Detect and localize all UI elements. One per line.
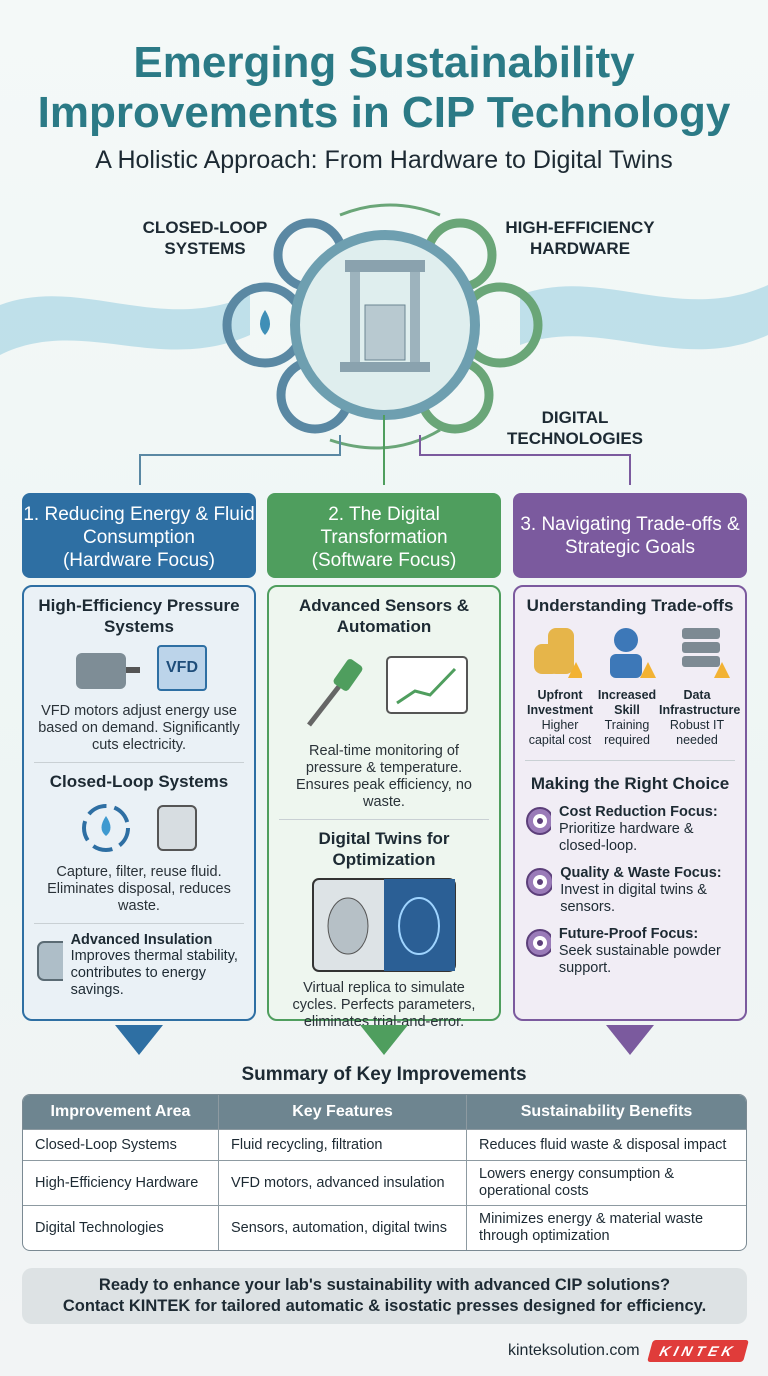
column-header: Key Features — [218, 1095, 466, 1129]
section-heading: Making the Right Choice — [530, 774, 730, 793]
choice-text: Seek sustainable powder support. — [558, 943, 721, 976]
column-header: Sustainability Benefits — [466, 1095, 746, 1129]
choice-text: Prioritize hardware & closed-loop. — [558, 821, 694, 854]
column-title: 2. The Digital Transformation — [320, 504, 448, 548]
vfd-icon: VFD — [157, 645, 207, 691]
choice-text: Invest in digital twins & sensors. — [560, 882, 707, 915]
kintek-logo: KINTEK — [647, 1340, 749, 1362]
water-drop-icon — [260, 310, 270, 335]
section-text: VFD motors adjust energy use based on de… — [38, 703, 240, 753]
cta-line-2: Contact KINTEK for tailored automatic & … — [62, 1297, 707, 1315]
table-cell: Lowers energy consumption & operational … — [466, 1160, 746, 1205]
arrow-down-icon — [360, 1025, 408, 1055]
tradeoff-title: Data Infrastructure — [659, 688, 741, 717]
column-header-digital: 2. The Digital Transformation(Software F… — [267, 493, 501, 578]
table-cell: VFD motors, advanced insulation — [218, 1160, 466, 1205]
table-cell: Sensors, automation, digital twins — [218, 1205, 466, 1250]
table-cell: Minimizes energy & material waste throug… — [466, 1205, 746, 1250]
card-hardware: High-Efficiency Pressure Systems VFD VFD… — [22, 585, 256, 1021]
section-heading: High-Efficiency Pressure Systems — [38, 596, 240, 636]
cta-line-1: Ready to enhance your lab's sustainabili… — [98, 1276, 671, 1294]
section-text: Improves thermal stability, contributes … — [70, 948, 238, 998]
table-cell: Digital Technologies — [23, 1205, 218, 1250]
monitor-chart-icon — [386, 656, 468, 714]
column-focus: (Software Focus) — [311, 550, 457, 571]
tradeoff-title: Upfront Investment — [527, 688, 593, 717]
water-splash-left — [0, 295, 250, 355]
choice-item: Cost Reduction Focus:Prioritize hardware… — [525, 804, 735, 855]
table-cell: Closed-Loop Systems — [23, 1129, 218, 1160]
water-splash-right — [520, 285, 768, 350]
column-header-hardware: 1. Reducing Energy & Fluid Consumption(H… — [22, 493, 256, 578]
table-cell: High-Efficiency Hardware — [23, 1160, 218, 1205]
section-text: Real-time monitoring of pressure & tempe… — [296, 743, 472, 810]
target-icon — [526, 929, 551, 957]
column-header: Improvement Area — [23, 1095, 218, 1129]
target-icon — [526, 868, 553, 896]
choice-item: Future-Proof Focus:Seek sustainable powd… — [525, 926, 735, 977]
column-title: 1. Reducing Energy & Fluid Consumption — [23, 504, 255, 548]
digital-twin-icon — [312, 878, 456, 972]
worker-warning-icon — [610, 628, 656, 678]
call-to-action: Ready to enhance your lab's sustainabili… — [22, 1268, 747, 1324]
section-heading: Advanced Insulation — [70, 932, 213, 948]
gears-illustration — [0, 203, 768, 485]
filter-icon — [157, 805, 197, 851]
column-header-tradeoffs: 3. Navigating Trade-offs & Strategic Goa… — [513, 493, 747, 578]
card-digital: Advanced Sensors & Automation Real-time … — [267, 585, 501, 1030]
arrow-down-icon — [115, 1025, 163, 1055]
choice-title: Quality & Waste Focus: — [560, 865, 722, 881]
section-heading: Advanced Sensors & Automation — [298, 596, 470, 636]
coins-warning-icon — [534, 628, 582, 678]
server-warning-icon — [682, 628, 730, 678]
title-line-2: Improvements in CIP Technology — [37, 88, 731, 137]
column-focus: (Hardware Focus) — [62, 550, 216, 571]
section-heading: Understanding Trade-offs — [526, 596, 734, 615]
target-icon — [526, 807, 551, 835]
section-text: Virtual replica to simulate cycles. Perf… — [292, 980, 476, 1030]
label-hardware: HIGH-EFFICIENCY HARDWARE — [505, 218, 655, 258]
website-link[interactable]: kinteksolution.com — [508, 1342, 640, 1359]
motor-icon — [76, 653, 140, 689]
tradeoff-title: Increased Skill — [597, 688, 657, 717]
label-closed-loop: CLOSED-LOOP SYSTEMS — [142, 218, 268, 258]
table-cell: Reduces fluid waste & disposal impact — [466, 1129, 746, 1160]
title-line-1: Emerging Sustainability — [133, 38, 635, 87]
table-cell: Fluid recycling, filtration — [218, 1129, 466, 1160]
subtitle: A Holistic Approach: From Hardware to Di… — [95, 146, 673, 174]
choice-item: Quality & Waste Focus:Invest in digital … — [525, 865, 735, 916]
sensor-icon — [307, 659, 363, 727]
label-digital: DIGITAL TECHNOLOGIES — [506, 408, 643, 448]
tradeoff-text: Higher capital cost — [528, 718, 592, 747]
recycle-drop-icon — [82, 804, 130, 852]
column-title: 3. Navigating Trade-offs & Strategic Goa… — [520, 514, 740, 558]
section-heading: Closed-Loop Systems — [49, 772, 229, 791]
arrow-down-icon — [606, 1025, 654, 1055]
section-text: Capture, filter, reuse fluid. Eliminates… — [47, 864, 231, 914]
card-tradeoffs: Understanding Trade-offs Upfront Investm… — [513, 585, 747, 1021]
tradeoff-text: Training required — [604, 718, 650, 747]
summary-title: Summary of Key Improvements — [241, 1064, 527, 1085]
section-heading: Digital Twins for Optimization — [318, 829, 450, 869]
hero-gears-graphic: CLOSED-LOOP SYSTEMS HIGH-EFFICIENCY HARD… — [0, 185, 768, 485]
insulation-icon — [37, 941, 63, 981]
choice-title: Future-Proof Focus: — [558, 926, 699, 942]
tradeoff-text: Robust IT needed — [669, 718, 725, 747]
choice-title: Cost Reduction Focus: — [558, 804, 718, 820]
